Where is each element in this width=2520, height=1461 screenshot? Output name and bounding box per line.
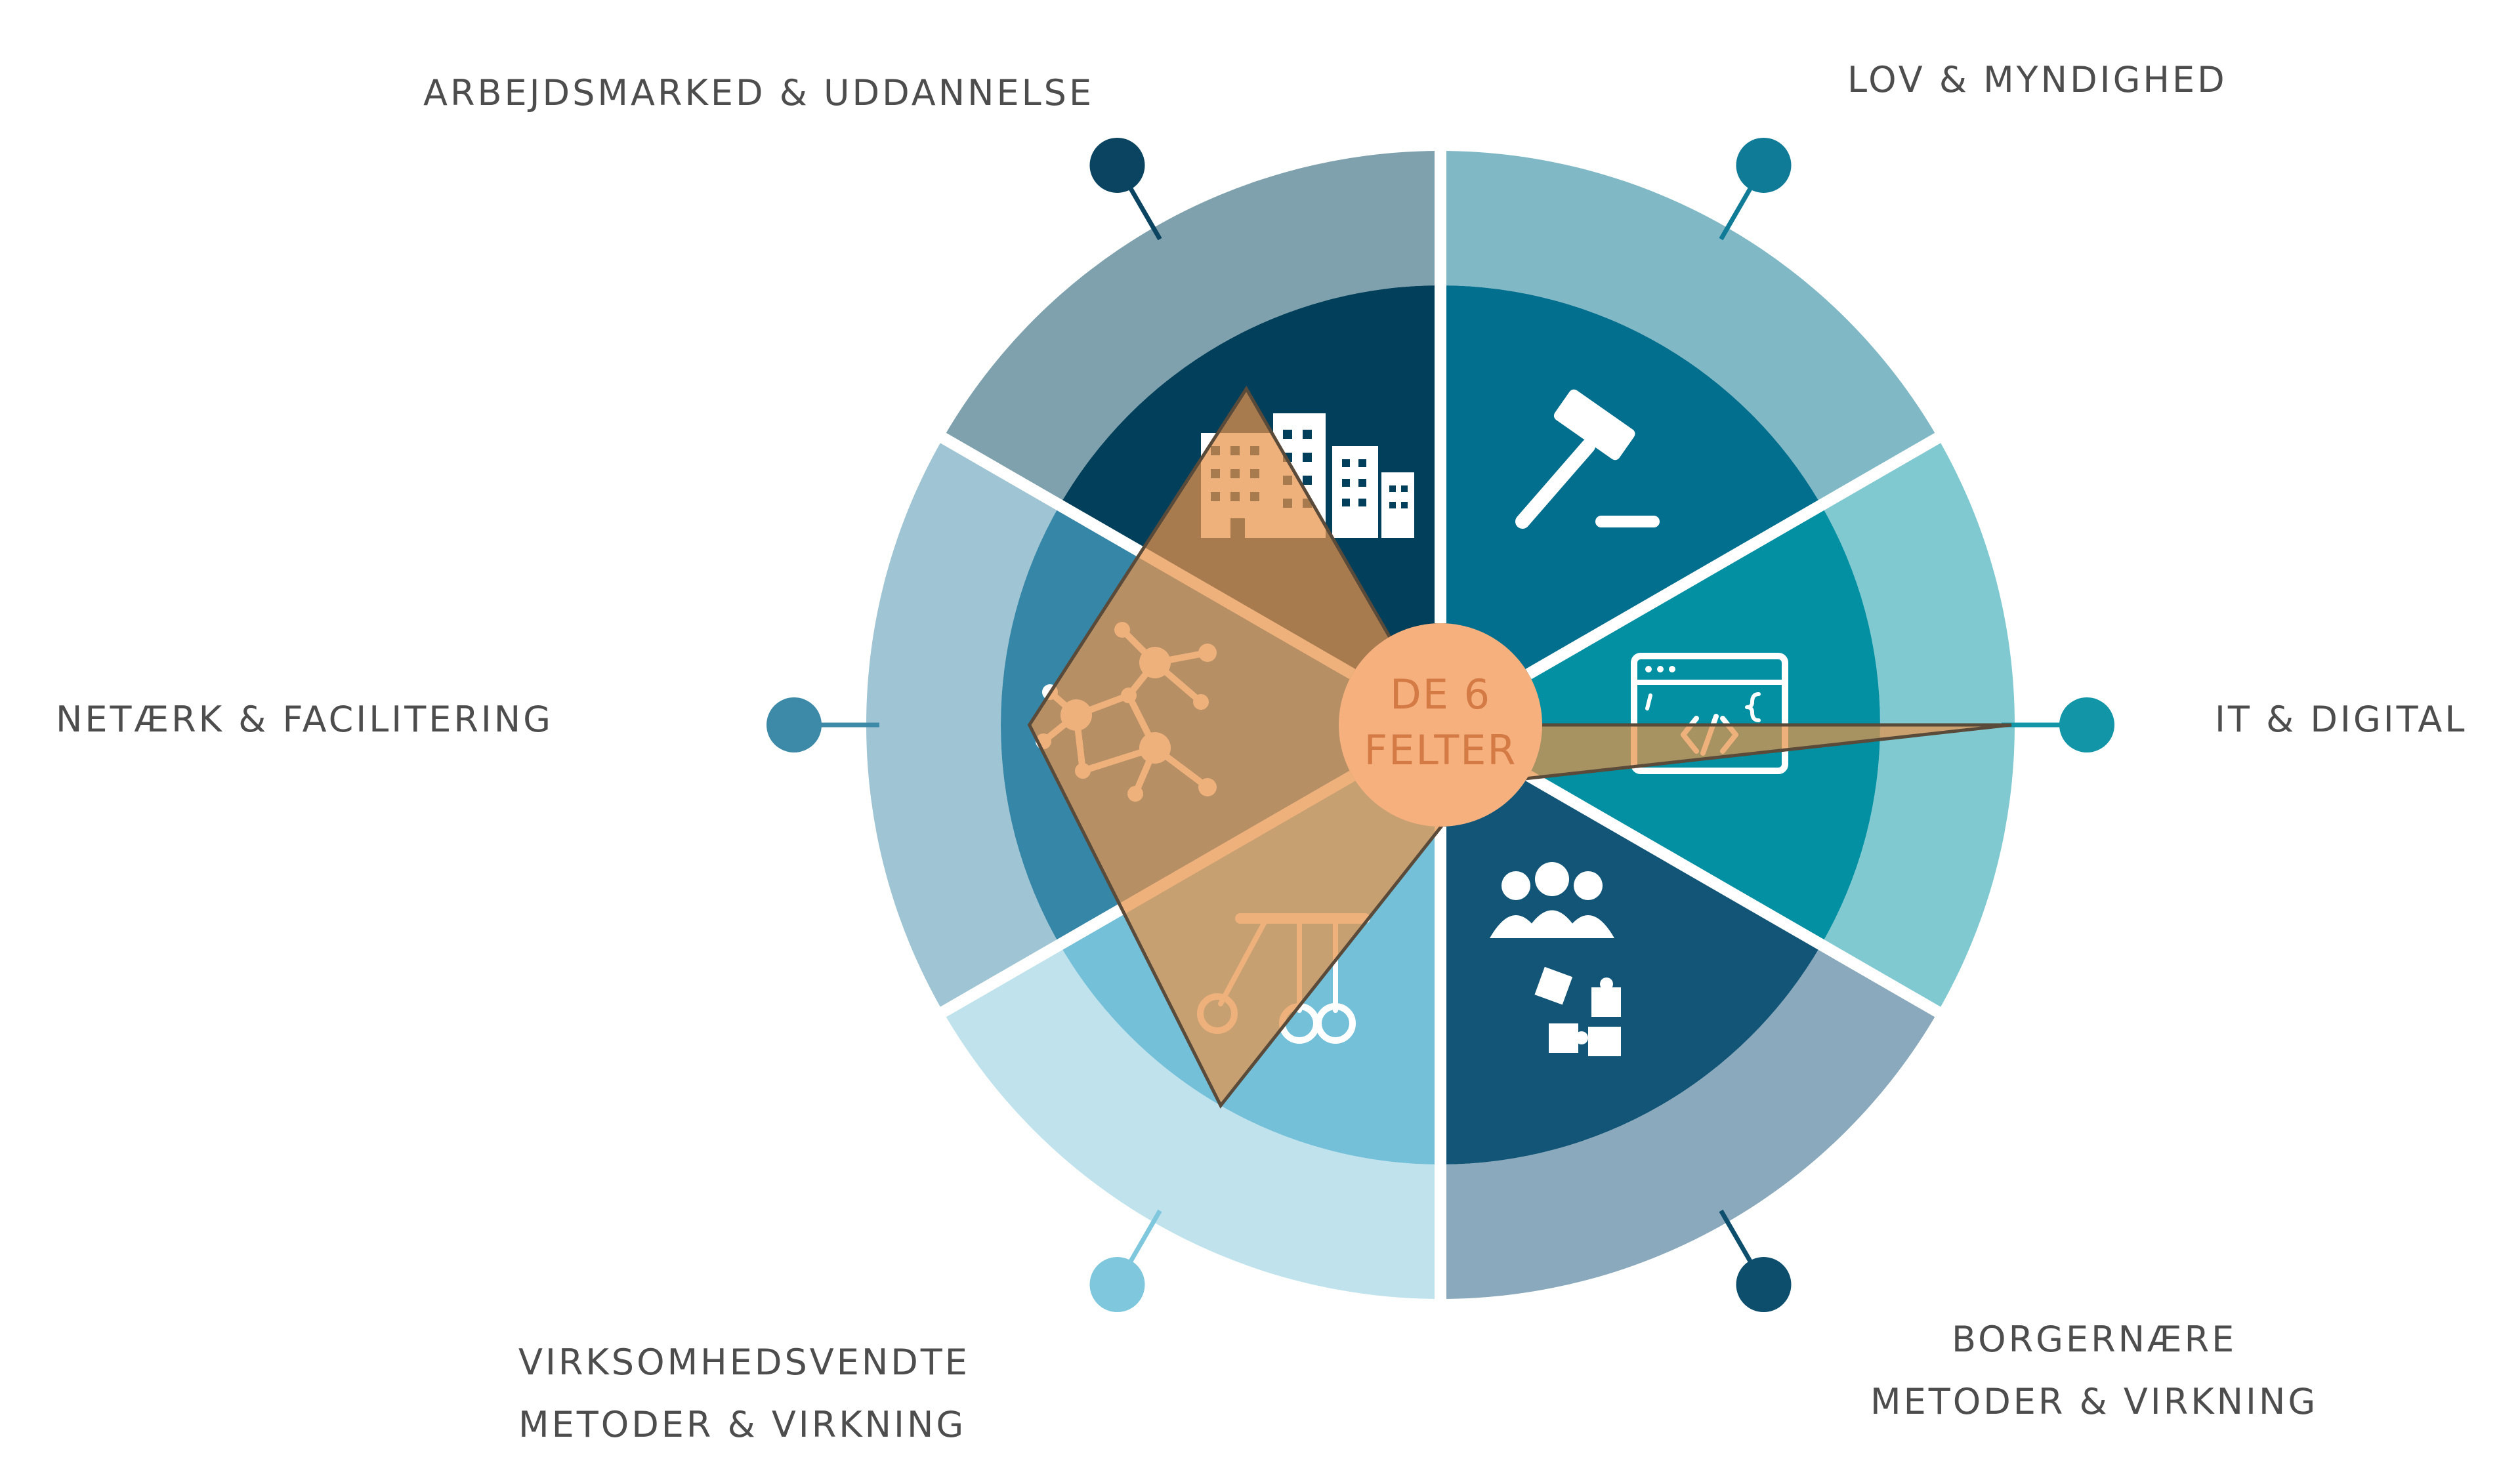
outer-sector-borgernaere — [1440, 945, 1938, 1299]
label-arbejdsmarked-uddannelse: ARBEJDSMARKED & UDDANNELSE — [423, 72, 1095, 113]
label-virksomhedsvendte: VIRKSOMHEDSVENDTE METODER & VIRKNING — [518, 1342, 970, 1445]
outer-sector-netaerk — [866, 438, 1060, 1012]
label-netaerk-facilitering: NETÆRK & FACILITERING — [56, 699, 553, 740]
divider-1 — [1525, 431, 1944, 680]
center-circle — [1339, 623, 1542, 827]
outer-sector-lov — [1440, 151, 1938, 505]
marker-dot-arbejdsmarked — [1089, 137, 1145, 193]
label-connectors — [766, 137, 2114, 1313]
divider-2 — [1525, 770, 1944, 1019]
marker-dot-borgernaere — [1736, 1257, 1792, 1313]
center-label-line1: DE 6 — [1390, 670, 1491, 718]
center-label-line2: FELTER — [1364, 726, 1517, 774]
outer-sector-virksomhed — [943, 945, 1440, 1299]
inner-sector-lov — [1440, 285, 1822, 676]
label-borgernaere: BORGERNÆRE METODER & VIRKNING — [1870, 1319, 2319, 1422]
gavel-icon — [1515, 389, 1660, 529]
label-lov-myndighed: LOV & MYNDIGHED — [1847, 59, 2227, 100]
people-puzzle-icon — [1490, 862, 1621, 1056]
marker-dot-it — [2059, 697, 2114, 752]
marker-dot-virksomhed — [1089, 1257, 1145, 1313]
label-it-digital: IT & DIGITAL — [2215, 699, 2468, 740]
marker-dot-netaerk — [766, 697, 822, 752]
marker-dot-lov — [1736, 137, 1792, 193]
inner-sector-borgernaere — [1440, 774, 1822, 1164]
outer-sector-arbejdsmarked — [943, 151, 1440, 505]
